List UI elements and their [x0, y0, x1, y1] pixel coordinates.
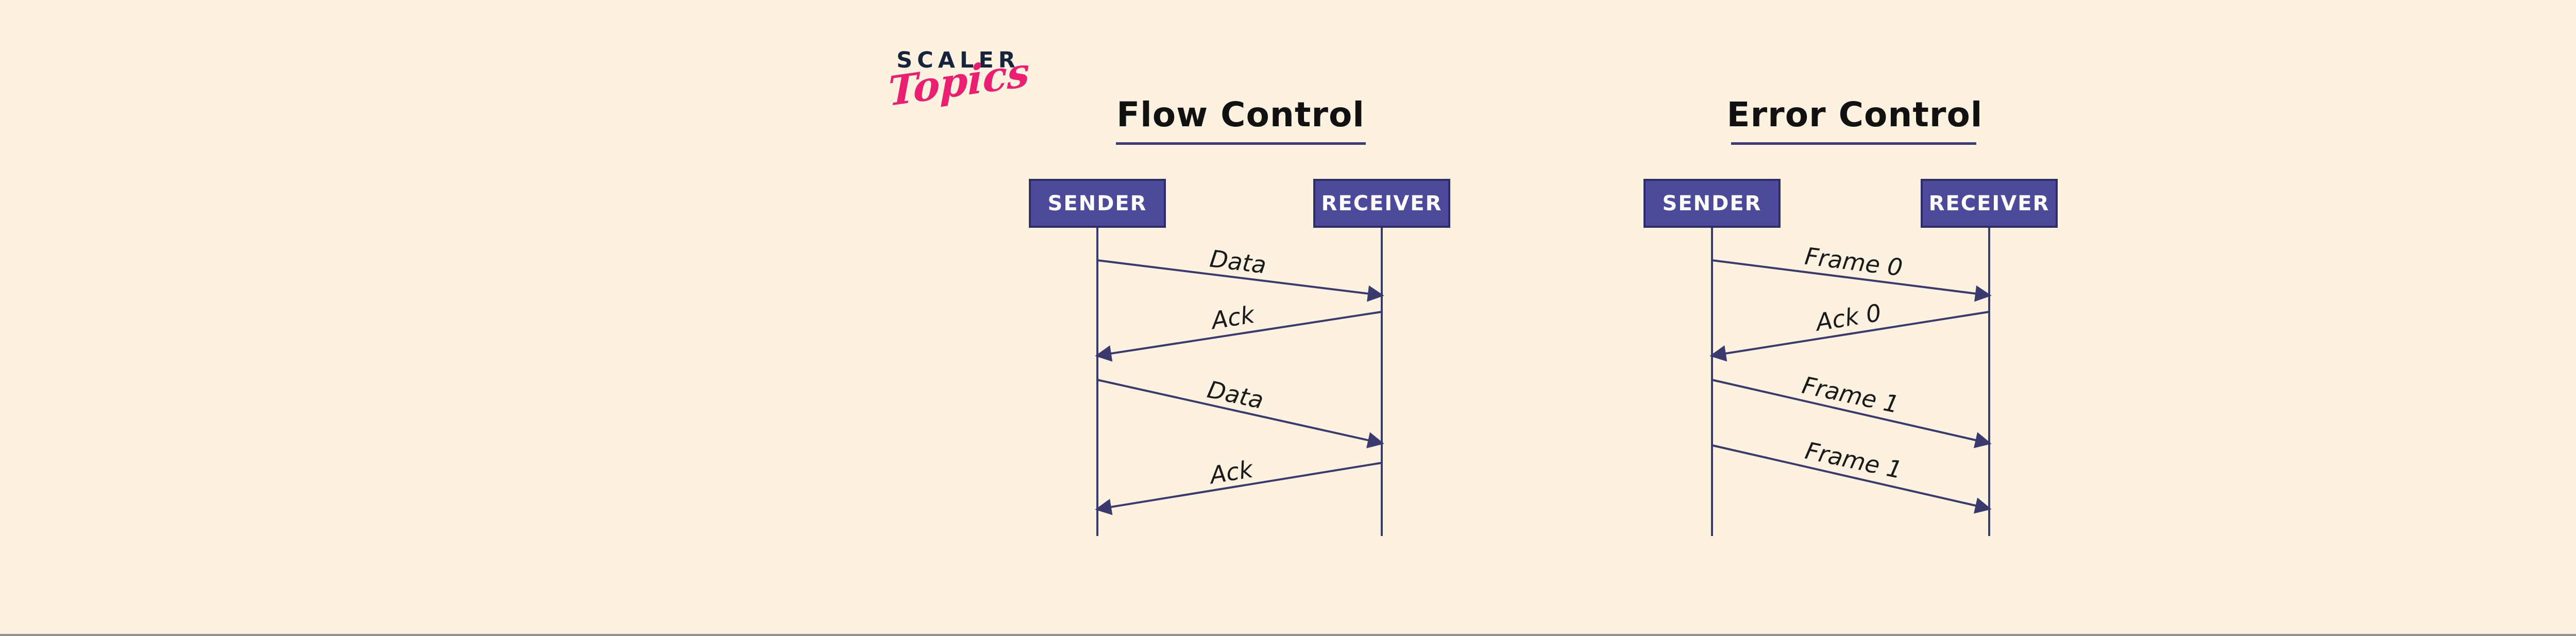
error-sender-box: SENDER — [1643, 179, 1781, 228]
error-arrow-frame1-first — [1711, 379, 1992, 448]
flow-arrow-data-1 — [1097, 259, 1384, 302]
flow-sender-box: SENDER — [1029, 179, 1166, 228]
error-arrow-ack0 — [1709, 311, 1990, 362]
flow-sender-label: SENDER — [1047, 191, 1147, 215]
bottom-edge-line — [0, 634, 2576, 636]
scaler-topics-logo: SCALER Topics — [888, 47, 1061, 147]
error-arrow-frame1-retransmit — [1711, 444, 1992, 514]
error-receiver-label: RECEIVER — [1928, 191, 2050, 215]
error-control-title-underline — [1731, 142, 1976, 145]
flow-receiver-label: RECEIVER — [1321, 191, 1443, 215]
flow-arrow-ack-1 — [1095, 311, 1382, 362]
flow-receiver-box: RECEIVER — [1313, 179, 1450, 228]
scaler-logo-text: SCALER — [896, 47, 1020, 73]
error-receiver-box: RECEIVER — [1921, 179, 2058, 228]
flow-arrow-data-2 — [1097, 379, 1384, 448]
flow-control-title-underline — [1116, 142, 1366, 145]
error-arrow-frame0 — [1711, 259, 1992, 302]
error-control-title: Error Control — [1726, 95, 1983, 135]
error-sender-label: SENDER — [1662, 191, 1762, 215]
flow-arrow-ack-2 — [1095, 462, 1382, 515]
flow-control-title: Flow Control — [1116, 95, 1365, 135]
